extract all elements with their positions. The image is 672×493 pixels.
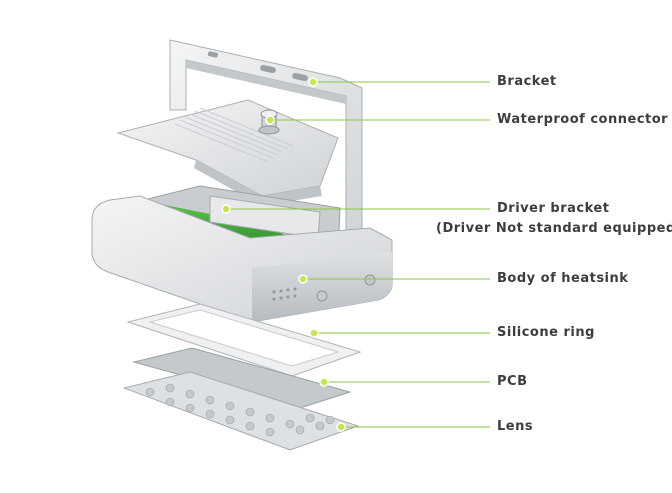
marker-dot-body-of-heatsink [298, 274, 308, 284]
label-silicone-ring: Silicone ring [497, 325, 595, 340]
leader-lines [226, 81, 490, 428]
label-driver-bracket: Driver bracket [497, 201, 610, 216]
marker-dot-bracket [308, 77, 318, 87]
silicone-ring-part [126, 303, 362, 377]
lens-part [122, 371, 360, 451]
marker-dot-lens [336, 422, 346, 432]
driver-cover-part [116, 99, 339, 206]
label-waterproof-connector: Waterproof connector [497, 112, 669, 127]
marker-dot-driver-bracket [221, 204, 231, 214]
heatsink-body-part [91, 195, 393, 323]
marker-dot-silicone-ring [309, 328, 319, 338]
marker-dot-pcb [319, 377, 329, 387]
marker-dot-waterproof-connector [265, 115, 275, 125]
marker-dots [221, 77, 346, 432]
label-body-of-heatsink: Body of heatsink [497, 271, 629, 286]
label-driver-note: (Driver Not standard equipped) [436, 221, 672, 236]
label-bracket: Bracket [497, 74, 557, 89]
label-pcb: PCB [497, 374, 528, 389]
label-lens: Lens [497, 419, 534, 434]
